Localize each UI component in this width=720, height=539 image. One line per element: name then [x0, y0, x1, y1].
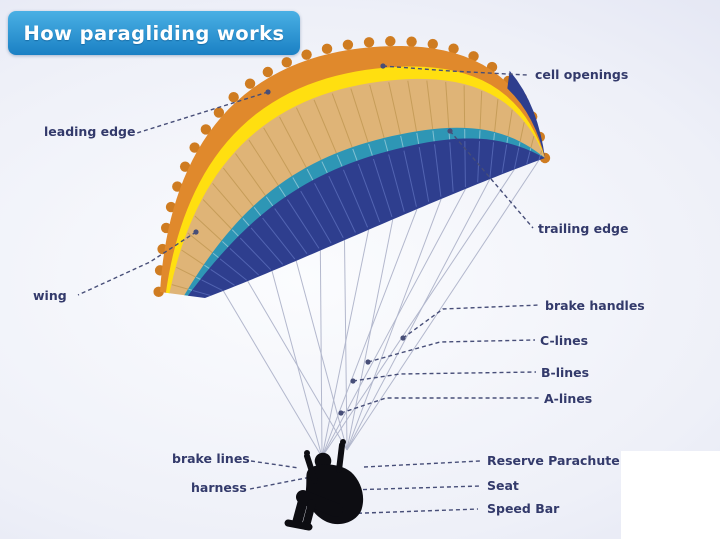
- pilot-shin: [292, 492, 309, 528]
- pointer-harness: [249, 476, 312, 490]
- pointer-lines: [77, 63, 541, 515]
- pointer-cell-openings: [382, 65, 528, 76]
- pointer-c-lines: [367, 339, 536, 363]
- pointer-b-lines: [352, 371, 537, 382]
- pilot-arm-right: [336, 442, 345, 473]
- pilot-arm-left: [304, 453, 318, 484]
- pointer-trailing-edge: [449, 130, 534, 229]
- label-c-lines: C-lines: [540, 333, 589, 348]
- pointer-dot-brake-handles: [400, 335, 406, 341]
- label-leading-edge: leading edge: [44, 124, 136, 139]
- label-brake-lines: brake lines: [172, 451, 250, 466]
- label-speed-bar: Speed Bar: [487, 501, 560, 516]
- page-title: How paragliding works: [23, 21, 285, 45]
- pointer-brake-handles: [402, 304, 541, 339]
- label-reserve-parachute: Reserve Parachute: [487, 453, 620, 468]
- pointer-dot-b-lines: [350, 378, 356, 384]
- label-a-lines: A-lines: [544, 391, 593, 406]
- pointer-dot-a-lines: [338, 410, 344, 416]
- pilot-foot: [284, 519, 313, 531]
- pointer-dot-cell-openings: [380, 63, 386, 69]
- pointer-dot-trailing-edge: [447, 128, 453, 134]
- pointer-seat: [348, 485, 481, 491]
- label-cell-openings: cell openings: [535, 67, 629, 82]
- label-harness: harness: [191, 480, 247, 495]
- label-seat: Seat: [487, 478, 519, 493]
- label-brake-handles: brake handles: [545, 298, 645, 313]
- pilot-riser-right: [340, 439, 346, 445]
- pointer-dot-c-lines: [365, 359, 371, 365]
- label-wing: wing: [33, 288, 67, 303]
- pointer-wing: [77, 231, 197, 296]
- pointer-dot-leading-edge: [265, 89, 271, 95]
- pointer-leading-edge: [136, 91, 269, 134]
- label-b-lines: B-lines: [541, 365, 590, 380]
- suspension-lines: [222, 159, 540, 458]
- pointer-reserve-parachute: [363, 460, 481, 468]
- pilot-silhouette: [284, 439, 364, 531]
- pointer-speed-bar: [336, 508, 479, 515]
- pilot-riser-left: [304, 450, 310, 456]
- watermark-cover: [621, 451, 720, 539]
- pointer-dot-wing: [193, 229, 199, 235]
- pilot-shin-back: [302, 499, 316, 530]
- label-trailing-edge: trailing edge: [538, 221, 629, 236]
- title-banner: How paragliding works: [8, 11, 300, 55]
- pointer-a-lines: [340, 397, 539, 414]
- pointer-brake-lines: [250, 460, 300, 469]
- canopy-wing: [153, 36, 551, 298]
